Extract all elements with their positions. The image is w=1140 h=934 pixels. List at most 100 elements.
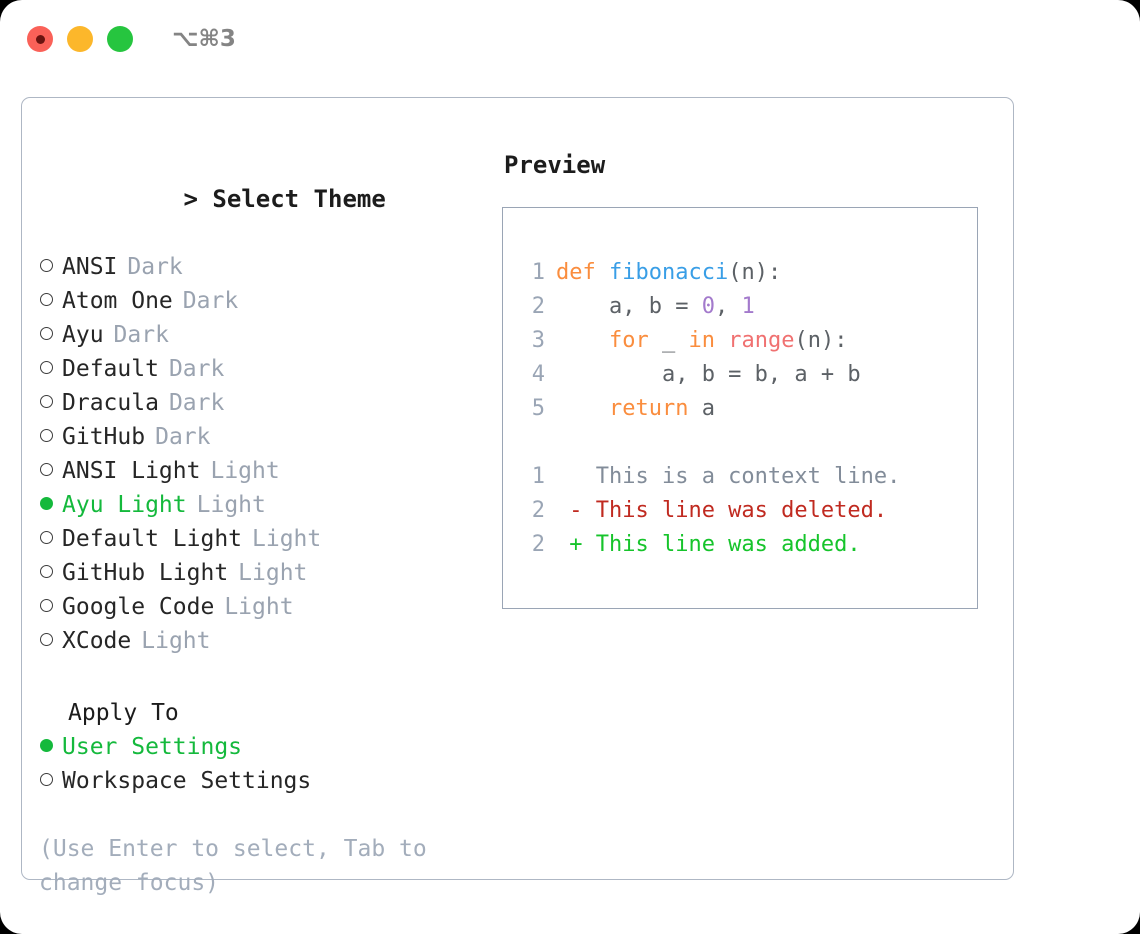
diff-line-number: 2	[531, 498, 545, 523]
theme-option-kind-tag: Light	[196, 492, 266, 518]
focus-caret-icon: >	[183, 185, 198, 213]
code-token-pl	[715, 328, 728, 353]
code-token-pl: a, b =	[556, 294, 702, 319]
theme-option-xcode[interactable]: XCode Light	[39, 624, 502, 658]
code-token-num: 0	[701, 294, 715, 319]
theme-option-label: ANSI Light	[62, 458, 201, 484]
code-token-pl	[556, 396, 609, 421]
code-token-kw: def	[556, 260, 596, 285]
theme-option-kind-tag: Dark	[182, 288, 239, 314]
diff-line-content: - This line was deleted.	[556, 498, 888, 523]
theme-option-kind-tag: Light	[252, 526, 322, 552]
code-line-number: 5	[531, 396, 545, 421]
theme-option-label: GitHub	[62, 424, 146, 450]
code-token-pl: ,	[714, 294, 742, 319]
code-token-pl: a, b = b, a + b	[556, 362, 861, 387]
zoom-button-icon[interactable]	[107, 26, 133, 52]
title-bar: ⌥⌘3	[0, 0, 1140, 78]
code-token-pl	[556, 328, 609, 353]
theme-option-kind-tag: Dark	[127, 254, 183, 280]
code-line-number: 2	[531, 294, 545, 319]
minimize-button-icon[interactable]	[67, 26, 93, 52]
theme-option-google-code[interactable]: Google Code Light	[39, 590, 502, 624]
theme-option-label: ANSI	[62, 254, 118, 280]
apply-option-workspace-settings[interactable]: Workspace Settings	[39, 764, 502, 798]
theme-option-kind-tag: Light	[210, 458, 280, 484]
keyboard-shortcut-label: ⌥⌘3	[172, 26, 236, 52]
theme-option-kind-tag: Light	[224, 594, 294, 620]
close-button-icon[interactable]	[27, 26, 53, 52]
diff-line-number: 1	[531, 464, 545, 489]
theme-option-ayu[interactable]: Ayu Dark	[39, 318, 502, 352]
code-line: 1 def fibonacci(n):	[519, 256, 977, 290]
code-token-pl: a	[688, 396, 715, 421]
diff-line-ctx: 1 This is a context line.	[519, 460, 977, 494]
theme-option-kind-tag: Dark	[113, 322, 169, 348]
code-token-bi: range	[728, 328, 795, 353]
theme-option-ansi[interactable]: ANSI Dark	[39, 250, 502, 284]
code-line: 3 for _ in range(n):	[519, 324, 977, 358]
theme-option-label: Ayu	[62, 322, 104, 348]
code-token-pl	[596, 260, 609, 285]
code-line: 2 a, b = 0, 1	[519, 290, 977, 324]
theme-option-ansi-light[interactable]: ANSI Light Light	[39, 454, 502, 488]
diff-sample: 1 This is a context line.2 - This line w…	[519, 460, 977, 562]
code-token-num: 1	[741, 294, 755, 319]
theme-option-kind-tag: Light	[141, 628, 211, 654]
window-controls	[27, 26, 133, 52]
code-token-pl: (n):	[794, 328, 848, 353]
theme-option-atom-one[interactable]: Atom One Dark	[39, 284, 502, 318]
code-line: 4 a, b = b, a + b	[519, 358, 977, 392]
apply-option-label: Workspace Settings	[62, 768, 312, 794]
code-line-content: def fibonacci(n):	[556, 256, 781, 290]
diff-line-content: + This line was added.	[556, 532, 861, 557]
theme-option-label: Atom One	[62, 288, 173, 314]
theme-option-github[interactable]: GitHub Dark	[39, 420, 502, 454]
code-line-content: return a	[556, 392, 715, 426]
preview-heading: Preview	[504, 151, 606, 179]
select-theme-heading-label: Select Theme	[212, 185, 386, 213]
theme-option-kind-tag: Light	[238, 560, 308, 586]
code-token-pl: _	[648, 328, 689, 353]
theme-option-label: XCode	[62, 628, 132, 654]
theme-option-label: Ayu Light	[62, 492, 187, 518]
theme-option-label: GitHub Light	[62, 560, 229, 586]
diff-line-add: 2 + This line was added.	[519, 528, 977, 562]
code-token-kw: in	[688, 328, 715, 353]
diff-line-content: This is a context line.	[556, 464, 901, 489]
code-line-content: a, b = 0, 1	[556, 290, 755, 324]
theme-option-label: Default Light	[62, 526, 243, 552]
code-token-kw: for	[608, 328, 649, 353]
theme-option-label: Dracula	[62, 390, 159, 416]
apply-option-user-settings[interactable]: User Settings	[39, 730, 502, 764]
theme-option-ayu-light[interactable]: Ayu Light Light	[39, 488, 502, 522]
code-line-number: 1	[531, 260, 545, 285]
select-theme-heading: > Select Theme	[39, 148, 502, 250]
diff-line-number: 2	[531, 532, 545, 557]
code-line: 5 return a	[519, 392, 977, 426]
theme-option-label: Google Code	[62, 594, 215, 620]
code-line-content: for _ in range(n):	[556, 324, 847, 358]
code-token-fn: fibonacci	[609, 260, 729, 285]
theme-option-github-light[interactable]: GitHub Light Light	[39, 556, 502, 590]
code-spacer	[519, 426, 977, 460]
code-line-number: 4	[531, 362, 545, 387]
theme-option-kind-tag: Dark	[168, 390, 225, 416]
theme-option-kind-tag: Dark	[155, 424, 211, 450]
code-token-pl: (n):	[728, 260, 782, 285]
theme-option-dracula[interactable]: Dracula Dark	[39, 386, 502, 420]
apply-option-label: User Settings	[62, 734, 243, 760]
diff-line-del: 2 - This line was deleted.	[519, 494, 977, 528]
theme-option-default-light[interactable]: Default Light Light	[39, 522, 502, 556]
apply-to-heading: Apply To	[68, 700, 179, 726]
